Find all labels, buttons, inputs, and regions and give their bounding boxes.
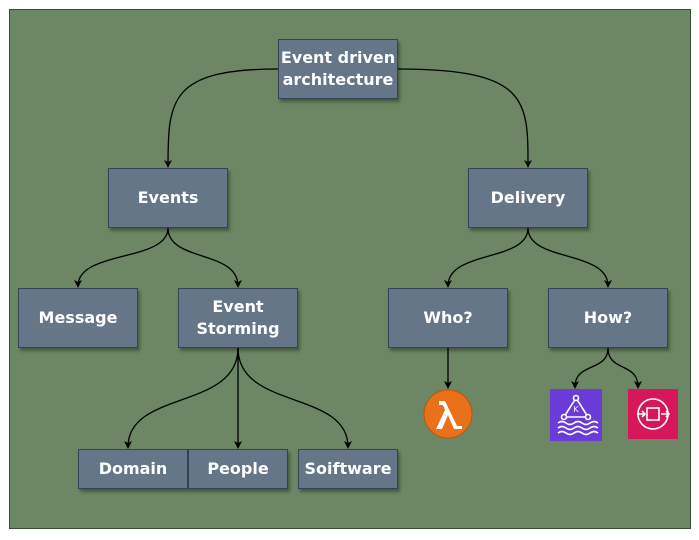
node-root: Event driven architecture xyxy=(278,39,398,99)
amazon-kinesis-icon: K xyxy=(550,389,602,441)
edge-eventstorming-domain xyxy=(124,347,239,449)
edge-events-message xyxy=(74,227,169,288)
aws-lambda-icon xyxy=(423,389,473,439)
node-who: Who? xyxy=(388,288,508,348)
edge-delivery-how xyxy=(527,227,612,288)
node-delivery: Delivery xyxy=(468,168,588,228)
edge-events-eventstorming xyxy=(167,227,242,288)
node-people: People xyxy=(188,449,288,489)
node-events: Events xyxy=(108,168,228,228)
node-message: Message xyxy=(18,288,138,348)
edge-root-delivery xyxy=(397,68,532,168)
node-software: Soiftware xyxy=(298,449,398,489)
edge-root-events xyxy=(164,68,279,168)
node-event-storming: Event Storming xyxy=(178,288,298,348)
edge-how-sqs xyxy=(607,347,642,389)
edge-delivery-who xyxy=(444,227,529,288)
amazon-sqs-icon xyxy=(628,389,678,439)
svg-text:K: K xyxy=(573,405,579,414)
edge-eventstorming-software xyxy=(237,347,352,449)
node-domain: Domain xyxy=(78,449,188,489)
edge-how-kinesis xyxy=(571,347,609,389)
node-how: How? xyxy=(548,288,668,348)
